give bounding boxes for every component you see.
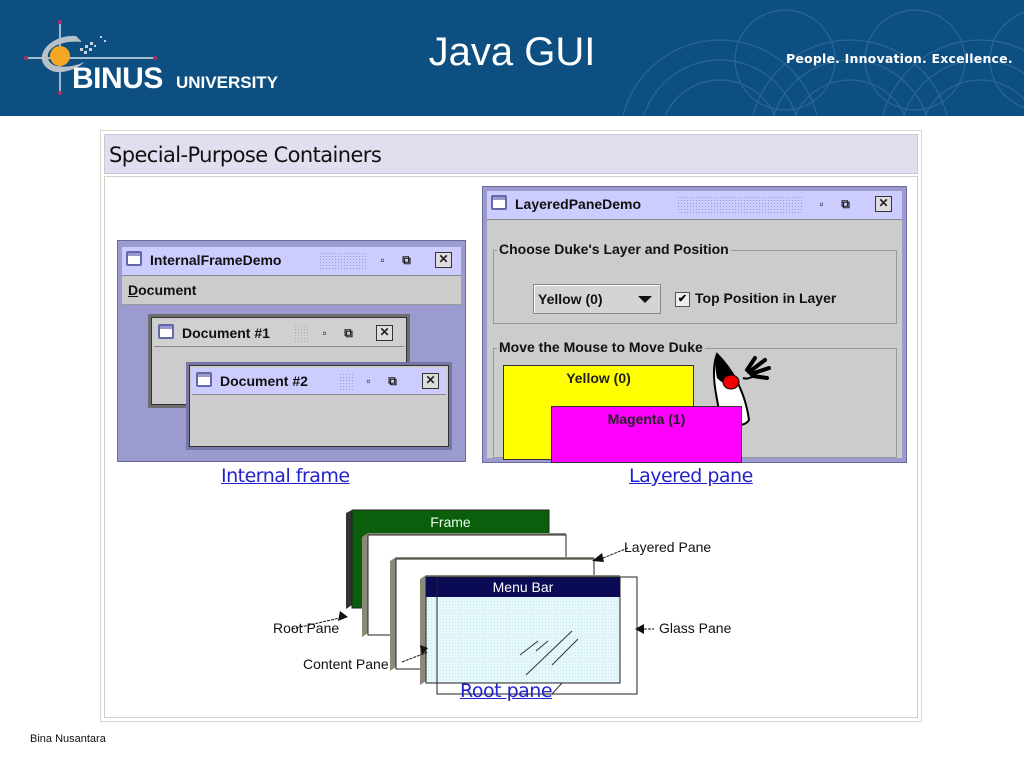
layered-pane-link[interactable]: Layered pane	[629, 465, 753, 487]
chevron-down-icon	[638, 296, 652, 303]
layered-pane-window: LayeredPaneDemo ▫ ⧉ ✕ Choose Duke's Laye…	[482, 186, 907, 463]
title-grip	[319, 252, 367, 269]
footer-text: Bina Nusantara	[30, 733, 106, 745]
top-position-checkbox[interactable]: ✔	[675, 292, 690, 307]
window-icon	[491, 195, 507, 210]
figure-heading: Special-Purpose Containers	[109, 143, 382, 167]
window-icon	[196, 372, 212, 387]
menu-document[interactable]: Document	[128, 282, 197, 298]
document-2-title: Document #2	[220, 373, 308, 389]
window-icon	[158, 324, 174, 339]
menu-bar-layer	[426, 577, 620, 597]
iconify-button[interactable]: ▫	[380, 253, 385, 267]
root-pane-callout: Root Pane	[273, 620, 340, 636]
iconify-button[interactable]: ▫	[366, 374, 371, 388]
iconify-button[interactable]: ▫	[322, 326, 327, 340]
top-position-label: Top Position in Layer	[695, 290, 837, 306]
figure-heading-bar: Special-Purpose Containers	[104, 134, 918, 174]
layeredpanedemo-titlebar[interactable]: LayeredPaneDemo ▫ ⧉ ✕	[487, 191, 902, 220]
logo-text-binus: BINUS	[72, 62, 163, 95]
yellow-layer-label: Yellow (0)	[566, 370, 631, 386]
layer-select-value: Yellow (0)	[538, 291, 603, 307]
move-duke-group-label: Move the Mouse to Move Duke	[497, 339, 705, 355]
close-button[interactable]: ✕	[875, 196, 892, 212]
window-icon	[126, 251, 142, 266]
internalframedemo-titlebar[interactable]: InternalFrameDemo ▫ ⧉ ✕	[122, 247, 461, 276]
iconify-button[interactable]: ▫	[819, 197, 824, 211]
title-grip	[677, 196, 803, 213]
maximize-button[interactable]: ⧉	[841, 197, 850, 211]
layered-pane-content: LayeredPaneDemo ▫ ⧉ ✕ Choose Duke's Laye…	[487, 191, 902, 463]
window-title: InternalFrameDemo	[150, 252, 282, 268]
maximize-button[interactable]: ⧉	[402, 253, 411, 267]
slide-title: Java GUI	[0, 30, 1024, 75]
document-1-title: Document #1	[182, 325, 270, 341]
close-button[interactable]: ✕	[376, 325, 393, 341]
root-pane-diagram: Frame Menu Bar Layered Pane Root Pane Co…	[260, 505, 760, 710]
magenta-layer: Magenta (1)	[551, 406, 742, 463]
slide-title-text: Java GUI	[428, 30, 596, 74]
magenta-layer-label: Magenta (1)	[607, 411, 686, 427]
layered-pane-callout: Layered Pane	[624, 539, 712, 555]
root-pane-link[interactable]: Root pane	[460, 680, 553, 702]
title-grip	[294, 325, 308, 342]
close-button[interactable]: ✕	[435, 252, 452, 268]
glass-pane-callout: Glass Pane	[659, 620, 732, 636]
document-2-titlebar[interactable]: Document #2 ▫ ⧉ ✕	[192, 368, 446, 395]
document-1-titlebar[interactable]: Document #1 ▫ ⧉ ✕	[154, 320, 404, 347]
root-pane-layers	[291, 509, 654, 695]
glass-pane-outline	[436, 576, 638, 695]
binus-logo-icon	[24, 20, 157, 95]
logo-text-university: UNIVERSITY	[176, 73, 279, 92]
close-button[interactable]: ✕	[422, 373, 439, 389]
title-grip	[339, 373, 353, 390]
layer-position-group-label: Choose Duke's Layer and Position	[497, 241, 731, 257]
maximize-button[interactable]: ⧉	[388, 374, 397, 388]
decorative-arcs	[622, 9, 1024, 116]
window-title: LayeredPaneDemo	[515, 196, 642, 212]
tagline: People. Innovation. Excellence.	[786, 51, 1013, 66]
internal-frame-link[interactable]: Internal frame	[221, 465, 350, 487]
content-pane-callout: Content Pane	[303, 656, 389, 672]
maximize-button[interactable]: ⧉	[344, 326, 353, 340]
frame-label: Frame	[430, 514, 471, 530]
slide-header: BINUS UNIVERSITY Java GUI People. Innova…	[0, 0, 1024, 116]
menu-bar: Document	[122, 276, 461, 305]
internal-frame-desktop: InternalFrameDemo ▫ ⧉ ✕ Document Documen…	[117, 240, 466, 462]
document-2-frame[interactable]: Document #2 ▫ ⧉ ✕	[186, 362, 452, 450]
layer-select[interactable]: Yellow (0)	[533, 284, 661, 314]
menu-bar-label: Menu Bar	[492, 579, 554, 595]
